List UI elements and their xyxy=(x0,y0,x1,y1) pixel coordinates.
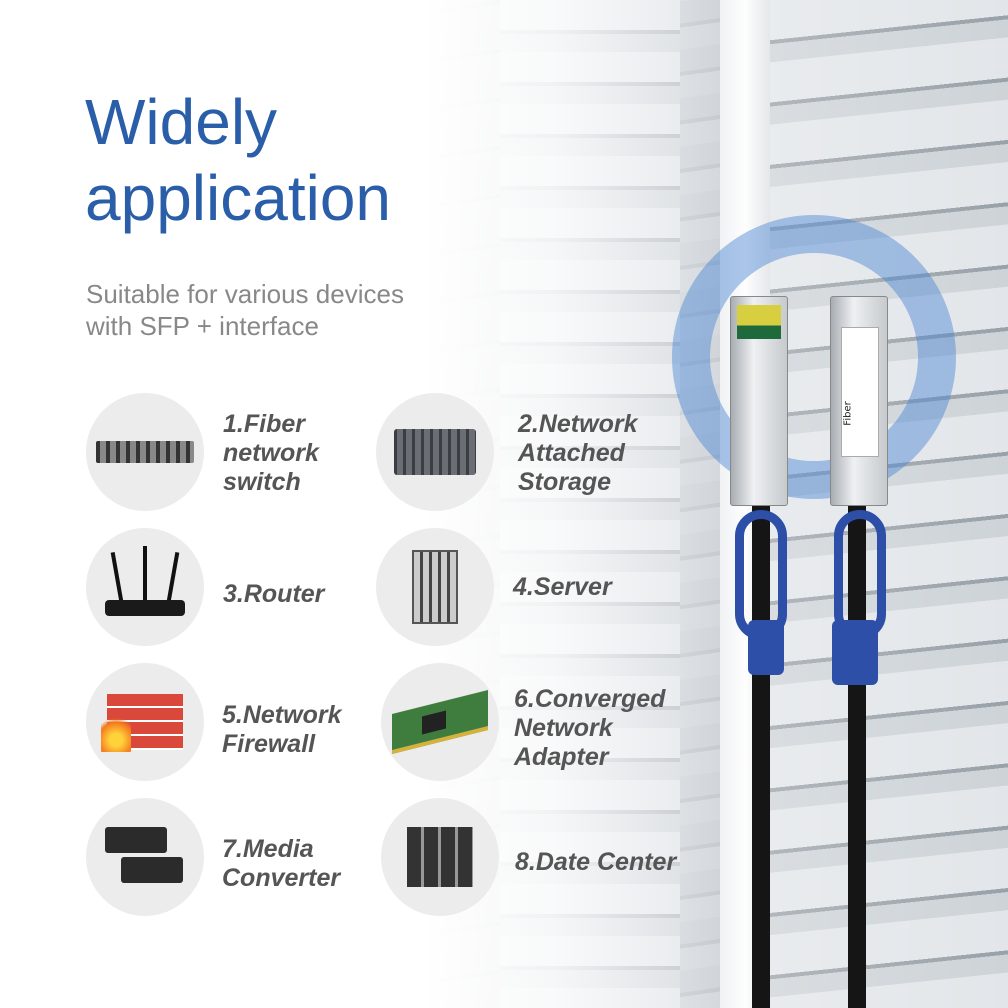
title-line-1: Widely xyxy=(85,86,278,158)
subtitle-line-2: with SFP + interface xyxy=(86,311,319,341)
item-label-fiber-switch: 1.Fiber network switch xyxy=(223,410,319,496)
item-label-media-converter: 7.Media Converter xyxy=(222,835,341,892)
item-label-data-center: 8.Date Center xyxy=(515,848,677,876)
server-tower-icon xyxy=(376,528,494,646)
data-center-icon xyxy=(381,798,499,916)
subtitle: Suitable for various devices with SFP + … xyxy=(86,278,404,342)
pull-tab-grip-right xyxy=(832,620,878,685)
page-title: Widely application xyxy=(85,84,391,236)
gold-contacts xyxy=(737,305,781,339)
sfp-module-left xyxy=(730,296,788,506)
item-label-nas: 2.Network Attached Storage xyxy=(518,410,638,496)
item-label-server: 4.Server xyxy=(513,573,612,601)
router-icon xyxy=(86,528,204,646)
media-converter-icon xyxy=(86,798,204,916)
title-line-2: application xyxy=(85,162,391,234)
highlight-ring xyxy=(672,215,956,499)
sfp-module-right: Fiber xyxy=(830,296,888,506)
item-label-cna: 6.Converged Network Adapter xyxy=(514,685,666,771)
item-label-router: 3.Router xyxy=(223,580,325,608)
firewall-icon xyxy=(86,663,204,781)
pull-tab-grip-left xyxy=(748,620,784,675)
item-label-firewall: 5.Network Firewall xyxy=(222,701,342,758)
module-label: Fiber xyxy=(841,327,879,457)
network-adapter-icon xyxy=(381,663,499,781)
network-switch-icon xyxy=(86,393,204,511)
subtitle-line-1: Suitable for various devices xyxy=(86,279,404,309)
brand-text: Fiber xyxy=(842,401,854,426)
nas-icon xyxy=(376,393,494,511)
